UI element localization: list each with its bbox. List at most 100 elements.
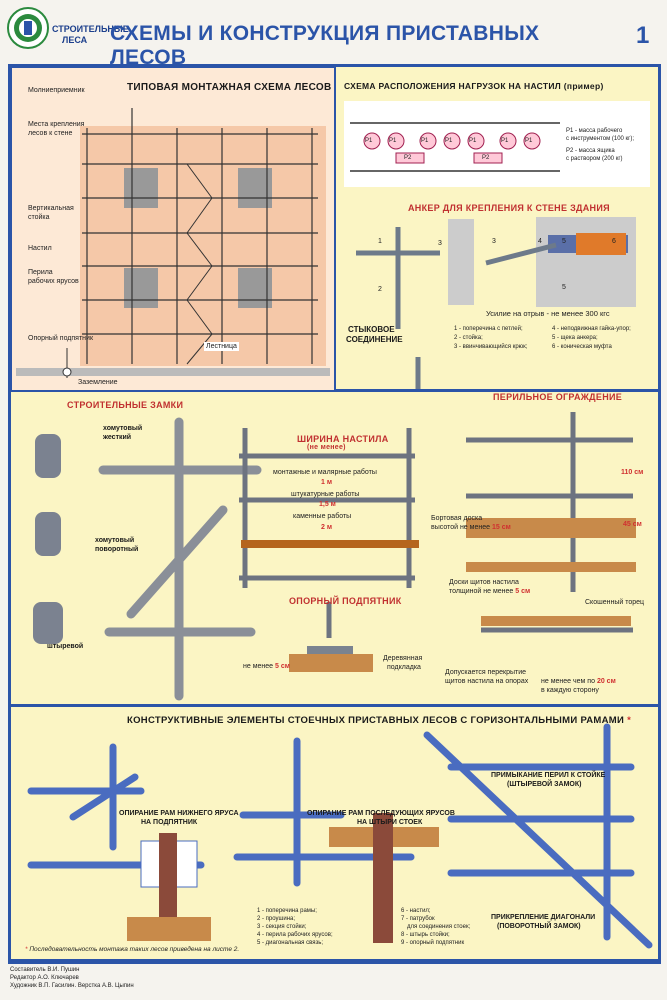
board-label-a: Бортовая доска [431,515,483,522]
overlap-label-c-text: не менее чем по [541,678,595,685]
frames-legend-2: 2 - проушина; [257,916,296,922]
overlap-label-c: не менее чем по 20 см [541,677,616,686]
locks-deck-drawing [33,412,636,701]
overlap-value: 20 см [596,678,616,685]
panel-locks-deck: СТРОИТЕЛЬНЫЕ ЗАМКИ хомутовый жесткий хом… [11,392,658,704]
label-deck: Настил [28,245,52,252]
width-plaster-label: штукатурные работы [291,491,360,498]
footer-line-3: Художник В.П. Гасилин. Верстка А.В. Цыпи… [10,983,134,989]
frames-rail-b: (ШТЫРЕВОЙ ЗАМОК) [507,781,582,788]
anchor-legend-6: 6 - коническая муфта [552,344,612,350]
panel-loads-title: СХЕМА РАСПОЛОЖЕНИЯ НАГРУЗОК НА НАСТИЛ (п… [344,81,604,91]
frames-legend-3: 3 - секция стойки; [257,924,307,930]
width-paint-value: 1 м [321,479,333,486]
frames-next-a: ОПИРАНИЕ РАМ ПОСЛЕДУЮЩИХ ЯРУСОВ [307,810,455,817]
label-railing-2: рабочих ярусов [28,278,79,285]
width-stone-label: каменные работы [293,513,352,520]
frames-legend-8: 8 - штырь стойки; [401,932,450,938]
overlap-label-d: в каждую сторону [541,687,599,694]
logo-emblem-icon [7,7,49,49]
frames-legend-7: 7 - патрубок [401,916,435,922]
frames-next-b: НА ШТЫРИ СТОЕК [357,819,423,826]
scaffold-elevation-drawing [16,108,330,378]
board-label-b: высотой не менее 15 см [431,523,511,532]
frames-rail-a: ПРИМЫКАНИЕ ПЕРИЛ К СТОЙКЕ [491,772,606,779]
lock1-label-b: жесткий [103,434,132,441]
base-min-text: не менее [243,663,274,670]
frames-legend-9: 9 - опорный подпятник [401,940,465,946]
panel-frames: КОНСТРУКТИВНЫЕ ЭЛЕМЕНТЫ СТОЕЧНЫХ ПРИСТАВ… [11,707,658,959]
lock2-label-b: поворотный [95,546,139,553]
anchor-legend-5: 5 - щека анкера; [552,335,598,341]
frames-title-asterisk: * [627,715,632,726]
anchor-num-5a: 5 [562,238,566,245]
deck-thick-label-b: толщиной не менее 5 см [449,587,530,596]
anchor-legend-1: 1 - поперечина с петлей; [454,326,523,332]
label-vertical-2: стойка [28,214,50,221]
width-plaster-value: 1,5 м [319,501,336,508]
frames-diag-b: (ПОВОРОТНЫЙ ЗАМОК) [497,923,581,930]
load-p1-3: P1 [421,138,429,144]
panel-mount-scheme: ТИПОВАЯ МОНТАЖНАЯ СХЕМА ЛЕСОВ Молниеприе… [11,67,335,391]
panel-locks-title: СТРОИТЕЛЬНЫЕ ЗАМКИ [67,400,184,410]
anchor-num-6: 6 [612,238,616,245]
anchor-legend-3: 3 - ввинчивающийся крюк; [454,344,528,350]
frames-lower-b: НА ПОДПЯТНИК [141,819,198,826]
panel-loads-anchor: СХЕМА РАСПОЛОЖЕНИЯ НАГРУЗОК НА НАСТИЛ (п… [336,67,658,389]
label-lightning: Молниеприемник [28,87,85,94]
label-ladder: Лестница [204,342,239,351]
deck-thick-value: 5 см [515,588,531,595]
load-scheme-drawing [344,101,650,187]
lock1-label-a: хомутовый [103,425,143,432]
label-anchor-places-1: Места крепления [28,121,85,128]
anchor-drawing [356,217,636,389]
load-legend-p2-b: с раствором (200 кг) [566,156,623,162]
load-p1-1: P1 [365,138,373,144]
header [0,0,667,62]
logo-text: СТРОИТЕЛЬНЫЕ ЛЕСА [52,24,129,46]
base-min-value: 5 см [275,663,290,670]
load-legend-p1-a: P1 - масса рабочего [566,128,623,134]
deck-width-title-a: ШИРИНА НАСТИЛА [297,434,389,444]
frames-legend-7b: для соединения стоек; [407,924,471,930]
frames-note-text: Последовательность монтажа таких лесов п… [29,946,240,953]
load-p2-2: P2 [482,155,490,161]
deck-thick-label-a: Доски щитов настила [449,579,519,586]
overlap-label-b: щитов настила на опорах [445,678,529,685]
anchor-num-4: 4 [538,238,542,245]
joint-label-1: СТЫКОВОЕ [348,325,395,334]
frames-legend-1: 1 - поперечина рамы; [257,908,317,914]
railing-h110: 110 см [621,469,644,476]
label-vertical-1: Вертикальная [28,205,74,212]
footer-credits: Составитель В.И. Пушин Редактор А.О. Клю… [10,966,134,990]
bevel-label: Скошенный торец [585,599,645,606]
frames-title: КОНСТРУКТИВНЫЕ ЭЛЕМЕНТЫ СТОЕЧНЫХ ПРИСТАВ… [127,715,631,726]
anchor-num-3b: 3 [492,238,496,245]
panel-loads-title-text: СХЕМА РАСПОЛОЖЕНИЯ НАГРУЗОК НА НАСТИЛ [344,81,562,91]
panel-anchor-title: АНКЕР ДЛЯ КРЕПЛЕНИЯ К СТЕНЕ ЗДАНИЯ [408,203,610,213]
sheet-number: 1 [636,22,650,49]
base-title: ОПОРНЫЙ ПОДПЯТНИК [289,596,402,606]
lock3-label: штыревой [47,643,84,650]
logo-line-2: ЛЕСА [62,35,88,45]
label-anchor-places-2: лесов к стене [28,130,73,137]
label-base: Опорный подпятник [28,335,94,342]
frames-title-text: КОНСТРУКТИВНЫЕ ЭЛЕМЕНТЫ СТОЕЧНЫХ ПРИСТАВ… [127,715,625,726]
frames-legend-6: 6 - настил; [401,908,431,914]
load-p1-4: P1 [445,138,453,144]
anchor-force: Усилие на отрыв - не менее 300 кгс [486,309,610,318]
board-value: 15 см [491,524,511,531]
frames-note-asterisk: * [25,946,28,953]
load-p1-7: P1 [525,138,533,144]
frames-note: * Последовательность монтажа таких лесов… [25,945,239,954]
label-railing-1: Перила [28,269,53,276]
deck-thick-label-b-text: толщиной не менее [449,588,514,595]
panel-mount-title: ТИПОВАЯ МОНТАЖНАЯ СХЕМА ЛЕСОВ [127,82,332,93]
frames-legend-4: 4 - перила рабочих ярусов; [257,932,333,938]
railing-h45: 45 см [623,521,642,528]
lock2-label-a: хомутовый [95,537,135,544]
anchor-num-3a: 3 [438,240,442,247]
anchor-legend-2: 2 - стойка; [454,335,483,341]
frames-diag-a: ПРИКРЕПЛЕНИЕ ДИАГОНАЛИ [491,914,596,921]
load-p2-1: P2 [404,155,412,161]
